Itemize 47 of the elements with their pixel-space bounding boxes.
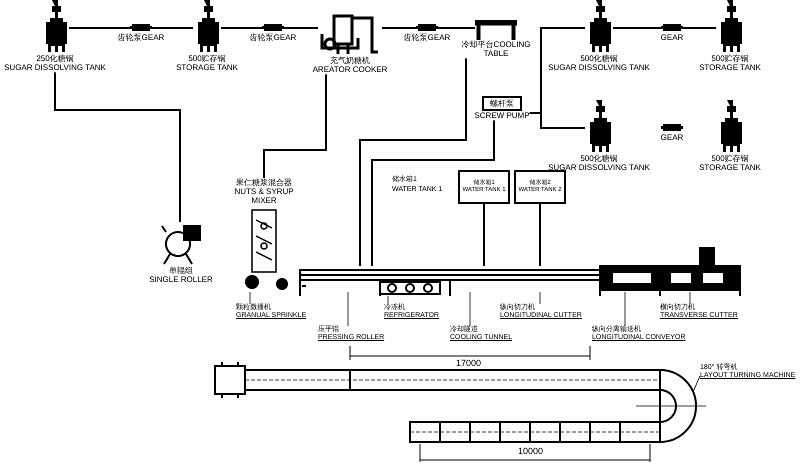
dimension-label: 17000: [456, 358, 482, 368]
equipment-label: 500化糖锅: [580, 54, 618, 64]
pipe-line: [438, 27, 475, 29]
equipment-label: 齿轮泵GEAR: [404, 33, 450, 42]
equipment-label: 齿轮泵GEAR: [250, 33, 296, 42]
equipment-label: NUTS & SYRUP MIXER: [233, 187, 295, 206]
pipe-line: [54, 72, 181, 222]
equipment-label: 充气奶糖机: [330, 56, 370, 66]
equipment-label: 齿轮泵GEAR: [118, 33, 164, 42]
equipment-label: 500贮存锅: [188, 54, 226, 64]
equipment-label: STORAGE TANK: [699, 163, 761, 172]
dimension-label: 10000: [518, 446, 544, 456]
pipe-line: [359, 58, 467, 266]
water-tank-box: [458, 170, 510, 204]
pipe-line: [371, 120, 495, 266]
leader-line: [624, 292, 626, 326]
equipment-label: 单辊组: [169, 266, 193, 276]
pipe-line: [382, 27, 416, 29]
equipment-label: STORAGE TANK: [176, 63, 238, 72]
pipe-line: [152, 27, 193, 29]
leader-line: [692, 376, 700, 392]
pipe-line: [483, 204, 485, 266]
equipment-label: 250化糖锅: [36, 54, 74, 64]
equipment-label: SUGAR DISSOLVING TANK: [548, 63, 650, 72]
equipment-label: 500化糖锅: [580, 154, 618, 164]
equipment-label: 冷却平台COOLING TABLE: [460, 40, 532, 58]
equipment-label: 果仁糖浆混合器: [236, 178, 292, 188]
equipment-label: SUGAR DISSOLVING TANK: [4, 63, 106, 72]
equipment-label: 500贮存锅: [711, 54, 749, 64]
pipe-line: [539, 204, 541, 266]
pipe-line: [530, 112, 585, 129]
equipment-label: 500贮存锅: [711, 154, 749, 164]
pipe-line: [613, 27, 661, 29]
pipe-line: [284, 27, 318, 29]
pipe-line: [69, 27, 130, 29]
equipment-label: SINGLE ROLLER: [149, 275, 213, 284]
equipment-label: AREATOR COOKER: [312, 65, 388, 74]
equipment-label: SUGAR DISSOLVING TANK: [548, 163, 650, 172]
equipment-label: STORAGE TANK: [699, 63, 761, 72]
equipment-label: SCREW PUMP: [474, 111, 530, 120]
equipment-label: GEAR: [660, 33, 684, 42]
pipe-line: [221, 27, 262, 29]
screw-pump-box: 螺杆泵: [482, 96, 522, 112]
water-tank-box: [514, 170, 566, 204]
equipment-label: GEAR: [660, 133, 684, 142]
pipe-line: [683, 27, 716, 29]
pipe-line: [263, 74, 327, 178]
